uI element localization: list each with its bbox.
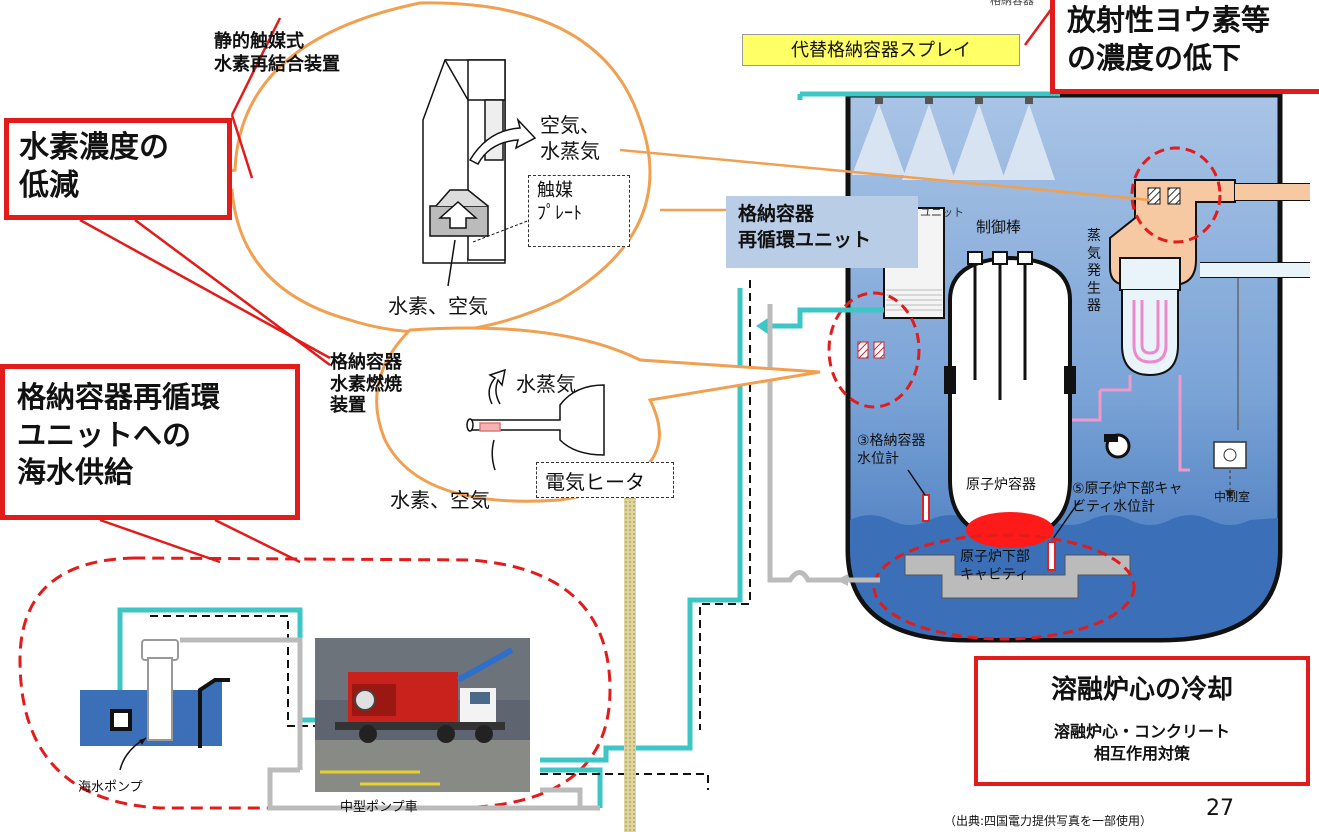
recirculation-unit-label: 格納容器 再循環ユニット: [726, 196, 918, 268]
pump-truck-photo: [315, 638, 530, 792]
sea-pump-label: 海水ポンプ: [78, 780, 143, 795]
air-steam-label: 空気、 水蒸気: [540, 113, 600, 163]
control-room-label: 中制室: [1214, 490, 1251, 504]
reactor-cavity-label: 原子炉下部 キャビティ: [960, 549, 1030, 584]
iodine-reduction-callout: 放射性ヨウ素等 の濃度の低下: [1050, 0, 1319, 94]
source-note: （出典:四国電力提供写真を一部使用）: [944, 814, 1153, 828]
page-number: 27: [1206, 796, 1234, 821]
electric-heater-box: 電気ヒータ: [536, 462, 674, 498]
containment-vessel: [797, 91, 1310, 643]
unit-cut-label: ユニット: [920, 206, 964, 219]
hydrogen-air-label-bottom: 水素、空気: [390, 488, 490, 512]
hydrogen-igniter-title: 格納容器 水素燃焼 装置: [330, 352, 402, 417]
cavity-gauge-label: ⑤原子炉下部キャ ビティ水位計: [1072, 481, 1183, 516]
catalyst-device: [422, 59, 537, 287]
reactor-vessel-label: 原子炉容器: [966, 477, 1036, 493]
catalyst-plate-label: 触媒 ﾌﾟﾚｰﾄ: [537, 180, 582, 224]
control-rod-label: 制御棒: [976, 218, 1022, 236]
melt-cooling-subtitle: 溶融炉心・コンクリート 相互作用対策: [1053, 721, 1230, 763]
passive-autocatalytic-recombiner-title: 静的触媒式 水素再結合装置: [214, 31, 340, 76]
igniter-device: [466, 368, 605, 471]
electric-heater-label: 電気ヒータ: [545, 470, 645, 494]
top-cut-label: 格納容器: [990, 0, 1034, 7]
pump-truck-label: 中型ポンプ車: [340, 800, 418, 815]
hydrogen-air-label-top: 水素、空気: [388, 294, 488, 318]
steam-generator-label: 蒸 気 発 生 器: [1087, 228, 1101, 314]
catalyst-plate-box: 触媒 ﾌﾟﾚｰﾄ: [528, 175, 630, 247]
sea-pump-pit: [80, 639, 230, 771]
steam-label: 水蒸気: [516, 372, 576, 396]
seawater-supply-callout: 格納容器再循環 ユニットへの 海水供給: [0, 364, 300, 520]
melt-cooling-callout: 溶融炉心の冷却 溶融炉心・コンクリート 相互作用対策: [974, 656, 1310, 786]
melt-cooling-title: 溶融炉心の冷却: [1050, 675, 1233, 705]
hydrogen-reduction-callout: 水素濃度の 低減: [4, 118, 232, 220]
alternate-spray-label: 代替格納容器スプレイ: [742, 34, 1020, 66]
containment-water-gauge-label: ③格納容器 水位計: [857, 433, 926, 468]
